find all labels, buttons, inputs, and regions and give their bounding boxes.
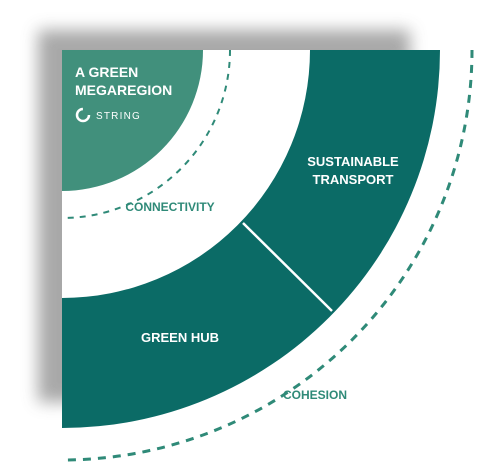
title-line2: MEGAREGION	[75, 82, 172, 98]
ring-label-cohesion: COHESION	[283, 388, 347, 402]
outer-band	[62, 50, 440, 428]
segment-label-transport-2: TRANSPORT	[313, 172, 394, 187]
segment-divider	[242, 222, 333, 312]
title-line1: A GREEN	[75, 64, 138, 80]
segment-label-green-hub: GREEN HUB	[141, 330, 219, 345]
string-logo: STRING	[75, 107, 141, 123]
string-ring-icon	[75, 107, 91, 123]
ring-label-connectivity: CONNECTIVITY	[125, 200, 214, 214]
cohesion-ring	[61, 49, 474, 462]
core-quadrant	[62, 50, 203, 191]
segment-label-transport-1: SUSTAINABLE	[307, 154, 399, 169]
logo-text: STRING	[96, 111, 141, 122]
connectivity-ring	[61, 49, 231, 219]
